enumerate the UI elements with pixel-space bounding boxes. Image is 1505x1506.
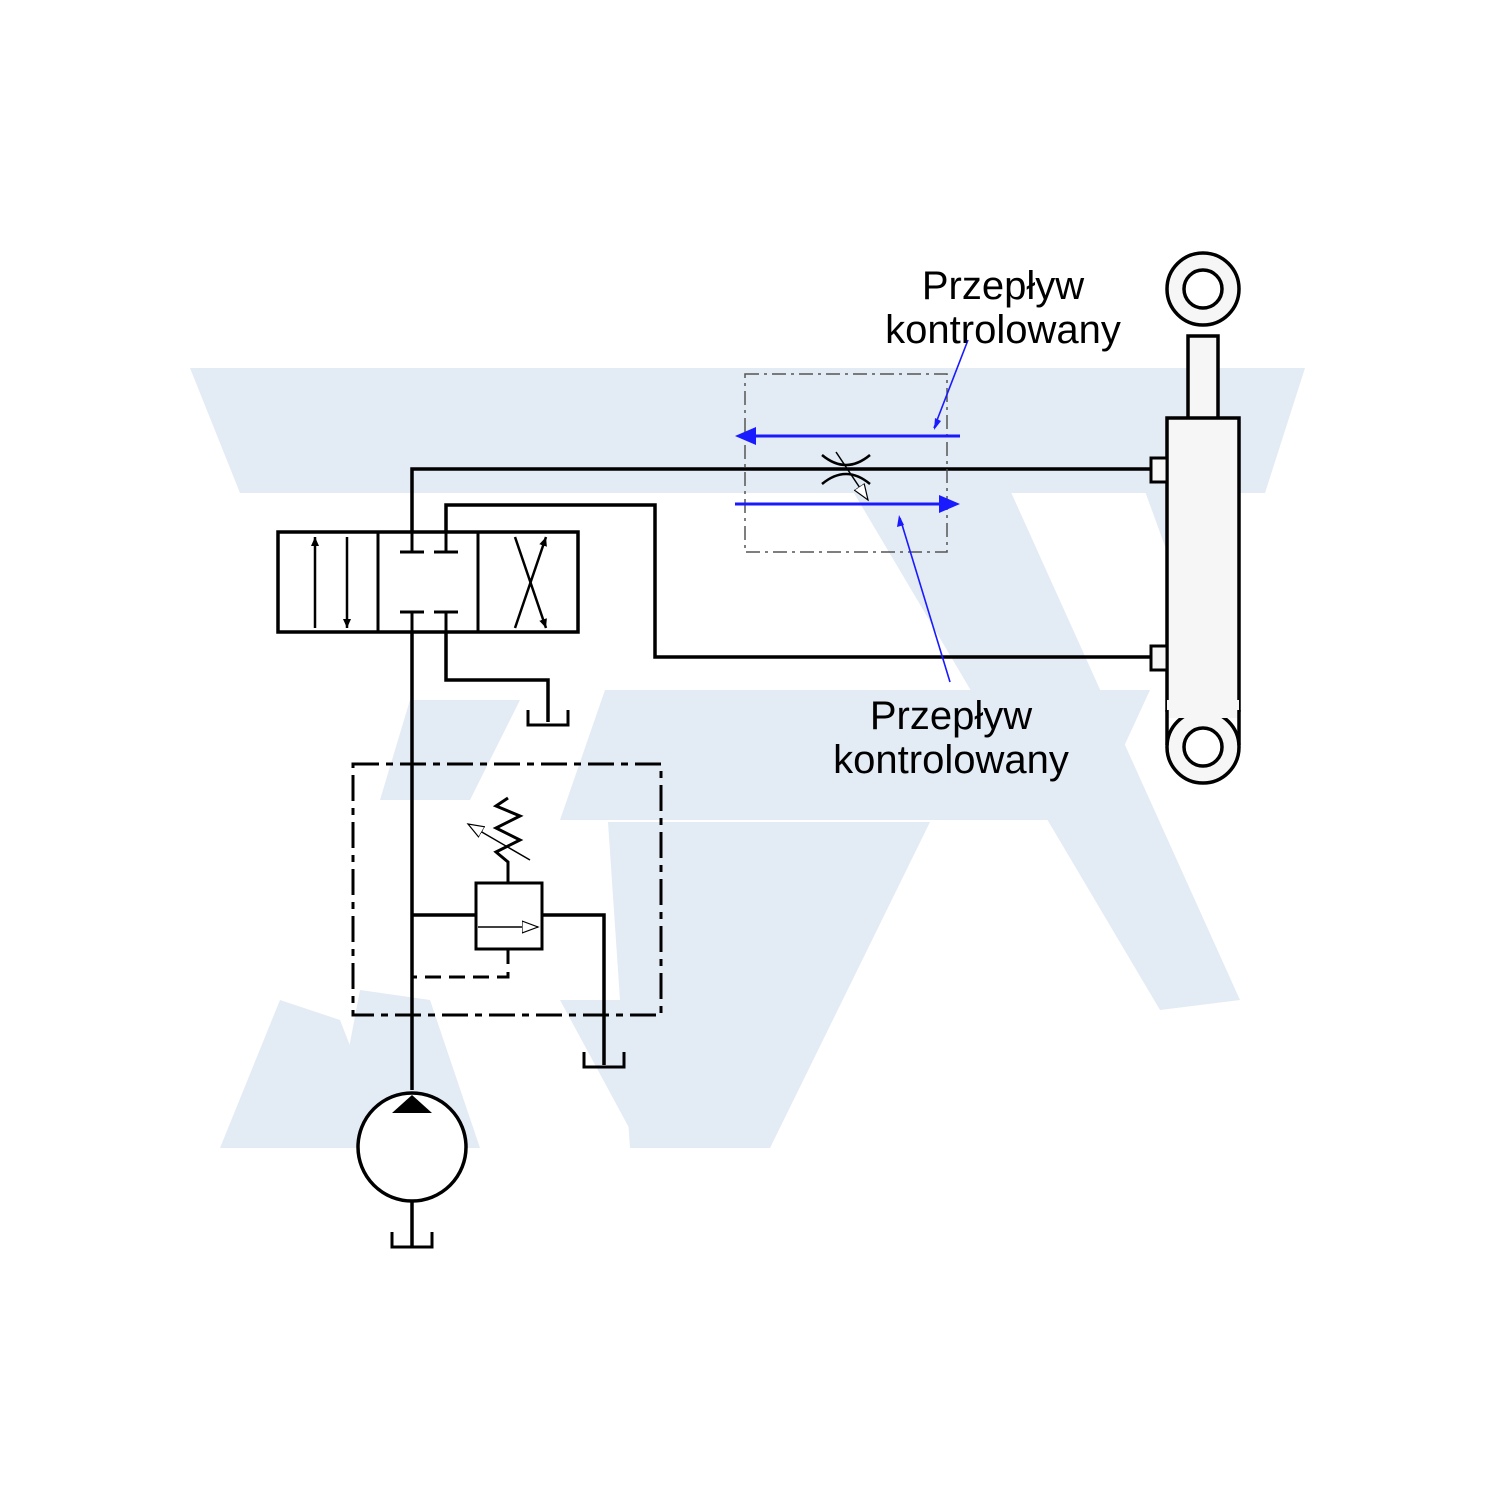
relief-valve-boundary bbox=[351, 762, 663, 1017]
flow-label-bottom-line1: Przepływ bbox=[869, 694, 1033, 738]
watermark-logo bbox=[190, 368, 1305, 1148]
flow-label-top-line1: Przepływ bbox=[921, 264, 1085, 308]
double-acting-cylinder bbox=[1149, 251, 1241, 785]
flow-label-bottom: Przepływ kontrolowany bbox=[826, 694, 1076, 782]
directional-control-valve bbox=[276, 530, 580, 634]
tank-pump bbox=[390, 1232, 434, 1249]
flow-label-top-line2: kontrolowany bbox=[885, 308, 1121, 352]
tank-symbols bbox=[390, 710, 626, 1249]
pressure-relief-valve bbox=[468, 796, 544, 951]
hydraulic-lines bbox=[410, 467, 1152, 1090]
pilot-line bbox=[412, 948, 510, 979]
tank-valve bbox=[526, 710, 570, 727]
flow-label-bottom-line2: kontrolowany bbox=[833, 738, 1069, 782]
throttle-valve-boundary bbox=[744, 373, 948, 553]
flow-label-top: Przepływ kontrolowany bbox=[878, 264, 1128, 352]
flow-arrows bbox=[735, 339, 969, 683]
tank-relief bbox=[582, 1052, 626, 1069]
adjustable-throttle-valve bbox=[821, 451, 871, 500]
hydraulic-pump bbox=[356, 1091, 468, 1247]
